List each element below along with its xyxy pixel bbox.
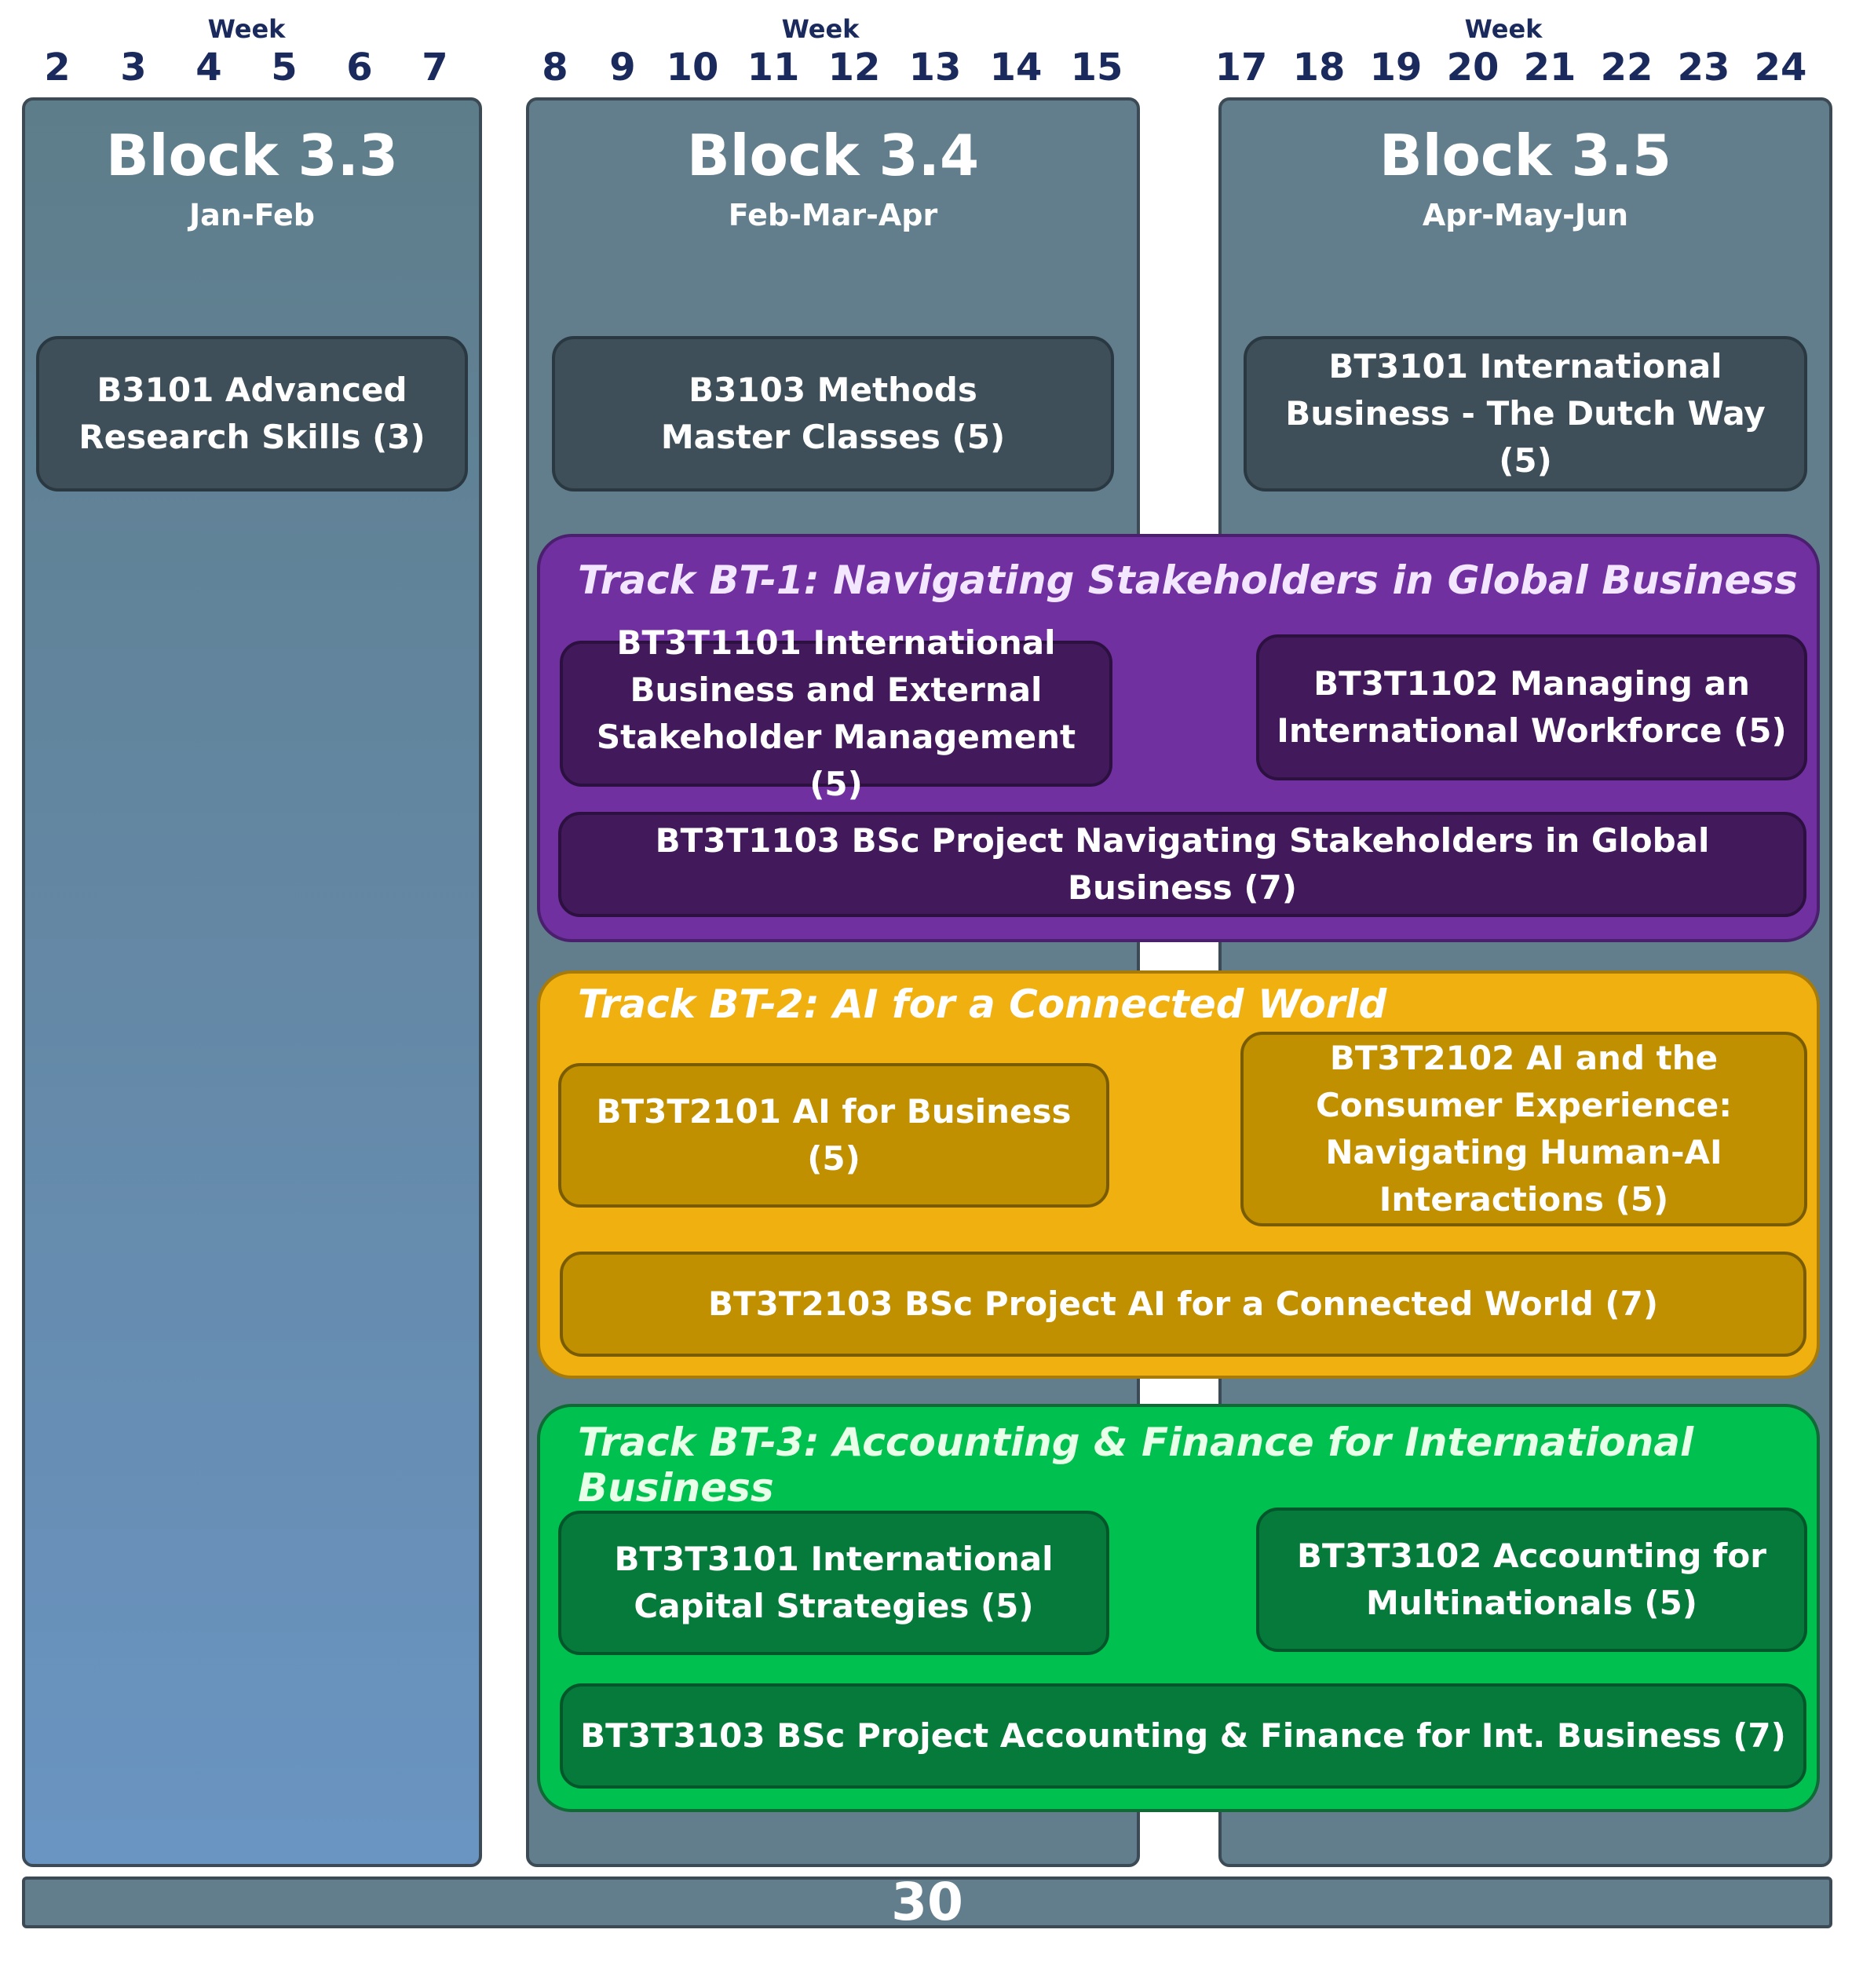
course-line: BT3T3101 International	[614, 1540, 1054, 1578]
track-title: Track BT-1: Navigating Stakeholders in G…	[578, 557, 1798, 603]
course-line: Business and External	[630, 671, 1043, 709]
course-line: International Workforce (5)	[1277, 711, 1787, 750]
course-line: Consumer Experience:	[1315, 1086, 1733, 1124]
course-line: BT3101 International	[1328, 347, 1722, 386]
course-line: BT3T1101 International	[616, 623, 1056, 662]
course-bt3t1102[interactable]: BT3T1102 Managing an International Workf…	[1256, 634, 1807, 780]
week-number: 24	[1754, 46, 1807, 90]
week-number: 19	[1369, 46, 1423, 90]
course-line: BT3T2103 BSc Project AI for a Connected …	[707, 1285, 1659, 1323]
total-credits-value: 30	[891, 1872, 963, 1932]
week-number: 18	[1292, 46, 1346, 90]
week-number: 4	[195, 46, 222, 90]
week-number: 22	[1600, 46, 1653, 90]
week-number: 10	[666, 46, 719, 90]
block-period: Jan-Feb	[189, 198, 315, 232]
week-number: 6	[346, 46, 373, 90]
week-number: 15	[1070, 46, 1123, 90]
week-number: 8	[542, 46, 568, 90]
course-line: Business - The Dutch Way (5)	[1285, 394, 1766, 480]
course-line: Stakeholder Management (5)	[596, 718, 1076, 803]
week-number: 17	[1215, 46, 1268, 90]
course-line: Multinationals (5)	[1365, 1584, 1697, 1622]
track-title: Track BT-3: Accounting & Finance for Int…	[578, 1420, 1694, 1511]
block-title: Block 3.4	[686, 122, 980, 188]
block-period: Apr-May-Jun	[1422, 198, 1629, 232]
course-line: B3101 Advanced	[97, 371, 407, 409]
week-number: 20	[1446, 46, 1499, 90]
week-number: 5	[271, 46, 298, 90]
course-bt3t2101[interactable]: BT3T2101 AI for Business (5)	[558, 1063, 1109, 1208]
course-line: Navigating Human-AI	[1325, 1133, 1722, 1171]
course-line: BT3T1103 BSc Project Navigating Stakehol…	[655, 821, 1710, 907]
course-line: BT3T2102 AI and the	[1329, 1039, 1719, 1077]
week-number: 13	[908, 46, 962, 90]
course-line: Interactions (5)	[1379, 1180, 1669, 1219]
week-header-label-1: Week	[207, 14, 286, 44]
course-bt3t1101[interactable]: BT3T1101 International Business and Exte…	[560, 623, 1112, 803]
week-number: 7	[422, 46, 448, 90]
course-line: Master Classes (5)	[660, 418, 1006, 456]
course-bt3t3102[interactable]: BT3T3102 Accounting for Multinationals (…	[1256, 1507, 1807, 1652]
track-title: Track BT-2: AI for a Connected World	[578, 981, 1387, 1027]
block-title: Block 3.5	[1379, 122, 1672, 188]
course-bt3t2103[interactable]: BT3T2103 BSc Project AI for a Connected …	[560, 1252, 1806, 1357]
course-b3101[interactable]: B3101 Advanced Research Skills (3)	[36, 336, 468, 492]
week-header-label-2: Week	[781, 14, 860, 44]
week-number: 11	[747, 46, 800, 90]
week-number: 3	[120, 46, 147, 90]
block-period: Feb-Mar-Apr	[728, 198, 938, 232]
week-number: 9	[609, 46, 636, 90]
course-bt3t2102[interactable]: BT3T2102 AI and the Consumer Experience:…	[1240, 1032, 1807, 1226]
week-number: 23	[1677, 46, 1730, 90]
course-bt3t3103[interactable]: BT3T3103 BSc Project Accounting & Financ…	[560, 1683, 1806, 1789]
course-line: Research Skills (3)	[79, 418, 426, 456]
week-header-label-3: Week	[1464, 14, 1543, 44]
week-number: 21	[1523, 46, 1576, 90]
course-line: BT3T2101 AI for Business (5)	[596, 1092, 1072, 1178]
course-line: BT3T3103 BSc Project Accounting & Financ…	[580, 1716, 1786, 1755]
course-line: BT3T3102 Accounting for	[1297, 1537, 1766, 1575]
course-line: BT3T1102 Managing an	[1313, 664, 1750, 703]
course-line: Capital Strategies (5)	[634, 1587, 1034, 1625]
course-b3103[interactable]: B3103 Methods Master Classes (5)	[552, 336, 1114, 492]
week-number: 14	[989, 46, 1043, 90]
course-bt3t3101[interactable]: BT3T3101 International Capital Strategie…	[558, 1511, 1109, 1655]
week-number: 2	[44, 46, 71, 90]
course-line: B3103 Methods	[689, 371, 977, 409]
course-bt3t1103[interactable]: BT3T1103 BSc Project Navigating Stakehol…	[558, 812, 1806, 917]
course-bt3101[interactable]: BT3101 International Business - The Dutc…	[1244, 336, 1807, 492]
block-title: Block 3.3	[105, 122, 399, 188]
week-number: 12	[827, 46, 881, 90]
total-credits-bar: 30	[22, 1877, 1832, 1928]
